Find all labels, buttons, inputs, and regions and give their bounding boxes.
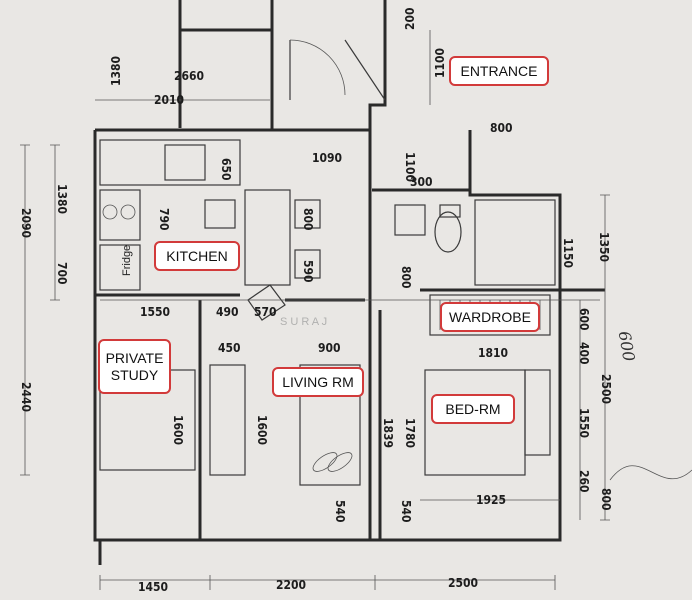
room-label-wardrobe: WARDROBE <box>440 302 540 332</box>
dim-2500-bottom: 2500 <box>448 576 478 590</box>
dim-800-dining: 800 <box>301 208 315 231</box>
dim-400: 400 <box>577 342 591 365</box>
dim-1100-corridor: 1100 <box>403 152 417 182</box>
dim-490: 490 <box>216 305 239 319</box>
dim-2200: 2200 <box>276 578 306 592</box>
dim-300: 300 <box>410 175 433 189</box>
dim-2500-right: 2500 <box>599 374 613 404</box>
room-label-living-rm: LIVING RM <box>272 367 364 397</box>
room-label-kitchen: KITCHEN <box>154 241 240 271</box>
dim-2660: 2660 <box>174 69 204 83</box>
dim-1380-top: 1380 <box>109 56 123 86</box>
dim-570: 570 <box>254 305 277 319</box>
dim-1380-kitchen: 1380 <box>55 184 69 214</box>
dim-1450: 1450 <box>138 580 168 594</box>
dim-540-living: 540 <box>333 500 347 523</box>
room-label-entrance: ENTRANCE <box>449 56 549 86</box>
watermark: S U R A J <box>280 316 327 328</box>
dim-800-bottom-right: 800 <box>599 488 613 511</box>
dim-2010: 2010 <box>154 93 184 107</box>
dim-800-bath-top: 800 <box>490 121 513 135</box>
dim-2090: 2090 <box>19 208 33 238</box>
dim-1100-entrance: 1100 <box>433 48 447 78</box>
dim-700: 700 <box>55 262 69 285</box>
dim-200: 200 <box>403 7 417 30</box>
dim-1839: 1839 <box>381 418 395 448</box>
dim-800-bath: 800 <box>399 266 413 289</box>
dim-590: 590 <box>301 260 315 283</box>
dim-900: 900 <box>318 341 341 355</box>
dim-1550-bed: 1550 <box>577 408 591 438</box>
dim-1925: 1925 <box>476 493 506 507</box>
dim-1090: 1090 <box>312 151 342 165</box>
dim-600: 600 <box>577 308 591 331</box>
fridge-label: Fridge <box>121 245 133 276</box>
dim-1150: 1150 <box>561 238 575 268</box>
dim-1780: 1780 <box>403 418 417 448</box>
dim-450: 450 <box>218 341 241 355</box>
dim-1550-study: 1550 <box>140 305 170 319</box>
dim-1810: 1810 <box>478 346 508 360</box>
dim-790: 790 <box>157 208 171 231</box>
dim-2440: 2440 <box>19 382 33 412</box>
room-label-private-study: PRIVATE STUDY <box>98 339 171 394</box>
room-label-bed-rm: BED-RM <box>431 394 515 424</box>
dim-540-bed: 540 <box>399 500 413 523</box>
dim-650: 650 <box>219 158 233 181</box>
dim-1350: 1350 <box>597 232 611 262</box>
dim-1600-hall: 1600 <box>255 415 269 445</box>
dim-1600-study: 1600 <box>171 415 185 445</box>
dim-260: 260 <box>577 470 591 493</box>
